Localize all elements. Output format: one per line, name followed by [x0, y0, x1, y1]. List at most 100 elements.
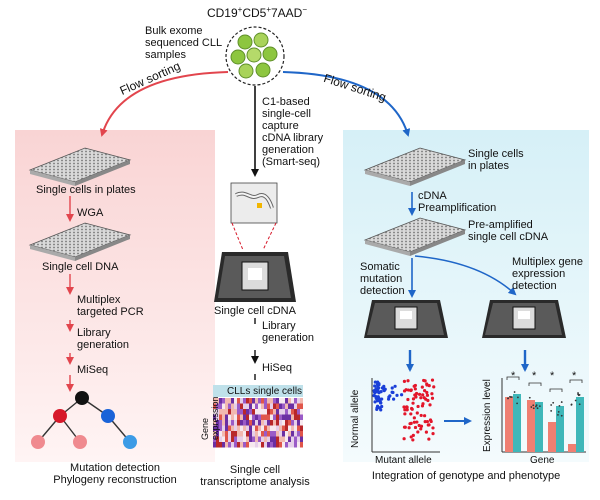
- sig-bracket: [528, 382, 542, 386]
- scatter-point-mutant: [405, 405, 409, 409]
- bar-dot: [507, 397, 509, 400]
- left-step-single-cells: Single cells in plates: [36, 184, 136, 196]
- sig-mark-1: *: [511, 370, 516, 382]
- scatter-point-normal: [393, 384, 397, 388]
- bar-dot: [557, 410, 560, 413]
- scatter-point-mutant: [425, 419, 430, 424]
- scatter-point-normal: [377, 382, 381, 386]
- scatter-point-mutant: [409, 421, 413, 425]
- scatter-point-normal: [395, 393, 399, 397]
- sig-mark-2: *: [532, 370, 537, 382]
- scatter-point-normal: [399, 393, 404, 397]
- bar-dot: [510, 396, 513, 398]
- bar-dot: [536, 407, 539, 410]
- bar-salmon: [568, 444, 576, 452]
- bar-dot: [577, 392, 579, 394]
- scatter-point-normal: [390, 390, 394, 394]
- scatter-point-mutant: [422, 414, 427, 418]
- scatter-point-normal: [373, 380, 377, 384]
- scatter-point-mutant: [403, 425, 407, 429]
- right-plate-1: [363, 147, 467, 186]
- scatter-point-normal: [376, 405, 381, 410]
- scatter-point-mutant: [423, 420, 427, 424]
- bar-teal: [556, 406, 564, 452]
- scatter-point-mutant: [421, 393, 425, 397]
- bar-teal: [576, 397, 584, 452]
- scatter-point-mutant: [430, 378, 435, 382]
- cll-cells-icon: [225, 26, 285, 86]
- genotype-scatter: [371, 378, 440, 453]
- bar-dot: [513, 391, 516, 393]
- middle-hiseq-label: HiSeq: [262, 362, 292, 374]
- population-label: CD19+CD5+7AAD−: [206, 5, 308, 20]
- scatter-point-mutant: [428, 418, 433, 422]
- left-step-dna: Single cell DNA: [42, 261, 119, 273]
- scatter-point-mutant: [425, 393, 430, 397]
- scatter-point-mutant: [402, 437, 406, 441]
- scatter-point-normal: [375, 399, 380, 403]
- scatter-point-mutant: [427, 384, 431, 388]
- scatter-point-normal: [390, 386, 394, 390]
- scatter-point-mutant: [413, 387, 417, 391]
- bar-salmon: [505, 397, 513, 452]
- tree-leaf-pink-2: [73, 435, 87, 449]
- bar-dot: [558, 405, 561, 407]
- bar-dot: [535, 405, 537, 408]
- scatter-point-mutant: [419, 424, 424, 428]
- bar-salmon: [527, 400, 535, 452]
- ifc-plate-expression: [482, 300, 566, 338]
- sig-bracket: [549, 388, 563, 392]
- scatter-point-mutant: [404, 388, 408, 392]
- bar-dot: [550, 404, 553, 406]
- scatter-point-mutant: [410, 407, 414, 411]
- bar-salmon: [548, 422, 556, 452]
- scatter-point-normal: [373, 400, 377, 404]
- scatter-point-normal: [379, 408, 383, 412]
- scatter-point-mutant: [423, 389, 427, 393]
- scatter-xlabel: Mutant allele: [375, 455, 432, 466]
- scatter-point-mutant: [420, 385, 424, 389]
- left-plate-2: [28, 222, 132, 261]
- scatter-point-normal: [379, 401, 383, 405]
- ifc-plate-mutation: [364, 300, 448, 338]
- scatter-point-normal: [380, 404, 384, 409]
- scatter-point-mutant: [413, 425, 418, 430]
- bar-dot: [574, 399, 577, 402]
- scatter-point-mutant: [407, 426, 411, 430]
- scatter-point-normal: [392, 397, 396, 401]
- sig-mark-4: *: [572, 370, 577, 382]
- bar-ylabel: Expression level: [482, 379, 493, 452]
- scatter-point-normal: [382, 384, 386, 388]
- samples-label: Bulk exome sequenced CLL samples: [145, 25, 223, 61]
- bar-dot: [538, 405, 541, 407]
- scatter-point-mutant: [421, 402, 425, 406]
- bar-teal: [535, 402, 543, 452]
- scatter-point-mutant: [431, 426, 435, 430]
- scatter-point-mutant: [422, 396, 426, 400]
- left-plate-1: [28, 147, 132, 186]
- scatter-point-mutant: [406, 397, 410, 402]
- scatter-point-mutant: [424, 430, 428, 434]
- scatter-point-mutant: [416, 404, 420, 409]
- middle-cdna-label: Single cell cDNA: [214, 305, 296, 317]
- bar-dot: [535, 404, 538, 407]
- c1-ifc-plate: [214, 252, 296, 302]
- scatter-point-mutant: [427, 437, 431, 441]
- scatter-point-normal: [372, 394, 376, 398]
- scatter-point-mutant: [416, 430, 420, 434]
- left-step-miseq: MiSeq: [77, 364, 109, 376]
- tree-root-node: [75, 391, 89, 405]
- scatter-point-normal: [382, 389, 386, 393]
- scatter-point-mutant: [412, 416, 416, 420]
- scatter-point-normal: [388, 394, 392, 398]
- scatter-point-mutant: [411, 438, 415, 442]
- scatter-point-mutant: [431, 432, 435, 436]
